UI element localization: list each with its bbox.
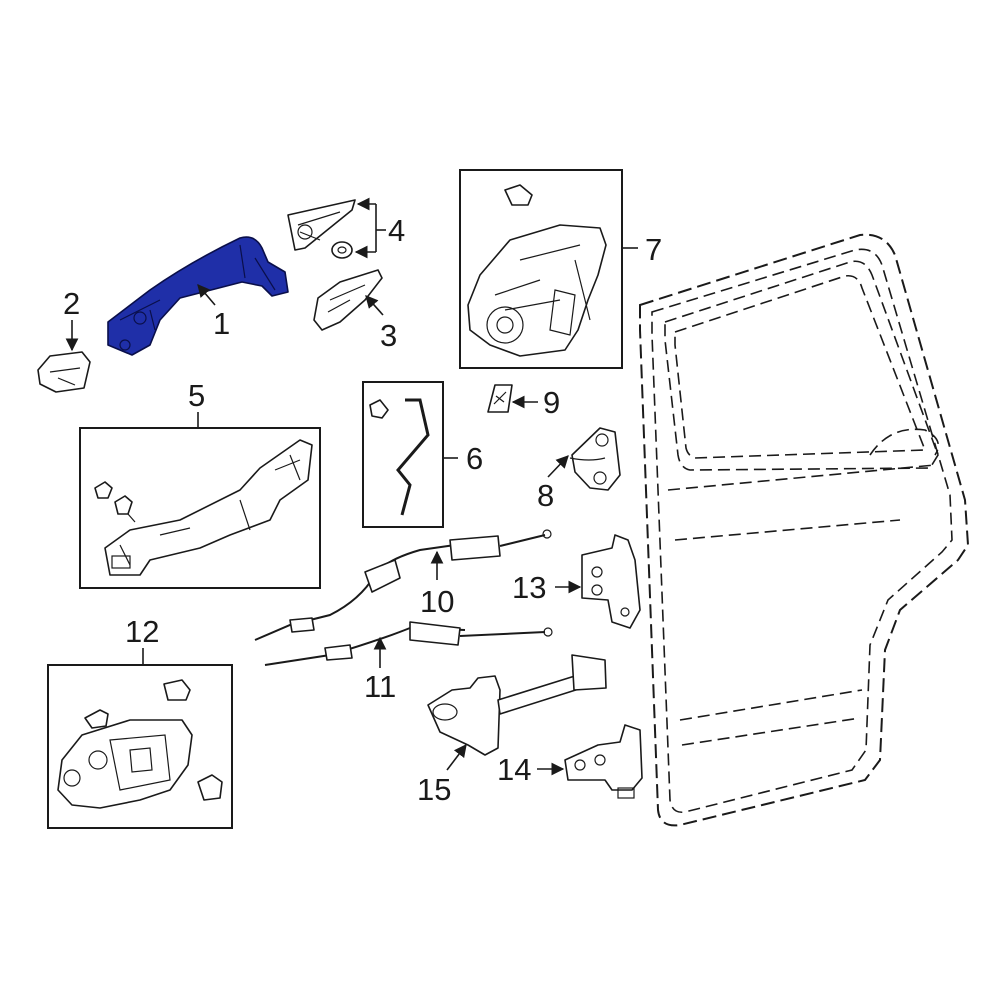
cable-part-11[interactable] (264, 621, 553, 666)
box-part-7 (459, 169, 623, 369)
clip-part-7[interactable] (504, 184, 533, 206)
callout-2: 2 (63, 286, 80, 321)
callout-14: 14 (497, 752, 531, 787)
lock-actuator-part-7[interactable] (467, 224, 607, 357)
callout-12: 12 (125, 614, 159, 649)
callout-15: 15 (417, 772, 451, 807)
handle-base-part-5[interactable] (104, 439, 313, 576)
cable-part-10[interactable] (254, 529, 552, 641)
striker-part-8[interactable] (569, 427, 621, 491)
box-part-12 (47, 664, 233, 829)
callout-7: 7 (645, 232, 662, 267)
upper-hinge-part-13[interactable] (581, 534, 641, 629)
callout-1: 1 (213, 306, 230, 341)
callout-9: 9 (543, 385, 560, 420)
rear-door-outline (639, 233, 970, 827)
outside-handle-part-1[interactable] (107, 236, 289, 356)
gasket-part-4[interactable] (287, 199, 356, 251)
callout-4: 4 (388, 213, 405, 248)
handle-frame-part-12[interactable] (57, 719, 193, 809)
callout-5: 5 (188, 378, 205, 413)
lower-hinge-part-14[interactable] (564, 724, 643, 799)
door-check-part-15[interactable] (427, 654, 607, 756)
lock-rod-part-6[interactable] (369, 398, 430, 516)
callout-3: 3 (380, 318, 397, 353)
box-part-5 (79, 427, 321, 589)
callout-6: 6 (466, 441, 483, 476)
clip-a-part-12[interactable] (84, 709, 109, 729)
callout-10: 10 (420, 584, 454, 619)
screw-part-5[interactable] (94, 481, 136, 523)
washer-part-4[interactable] (331, 241, 353, 259)
callout-labels: 1 2 3 4 5 6 7 8 9 10 11 12 13 14 15 (63, 213, 662, 807)
callout-11: 11 (364, 669, 396, 704)
clip-part-9[interactable] (487, 384, 513, 413)
handle-cap-part-2[interactable] (37, 351, 91, 393)
clip-c-part-12[interactable] (197, 774, 223, 801)
callout-13: 13 (512, 570, 546, 605)
callout-8: 8 (537, 478, 554, 513)
rear-gasket-part-3[interactable] (313, 269, 383, 331)
box-part-6 (362, 381, 444, 528)
clip-b-part-12[interactable] (163, 679, 191, 701)
leader-lines (65, 197, 638, 776)
